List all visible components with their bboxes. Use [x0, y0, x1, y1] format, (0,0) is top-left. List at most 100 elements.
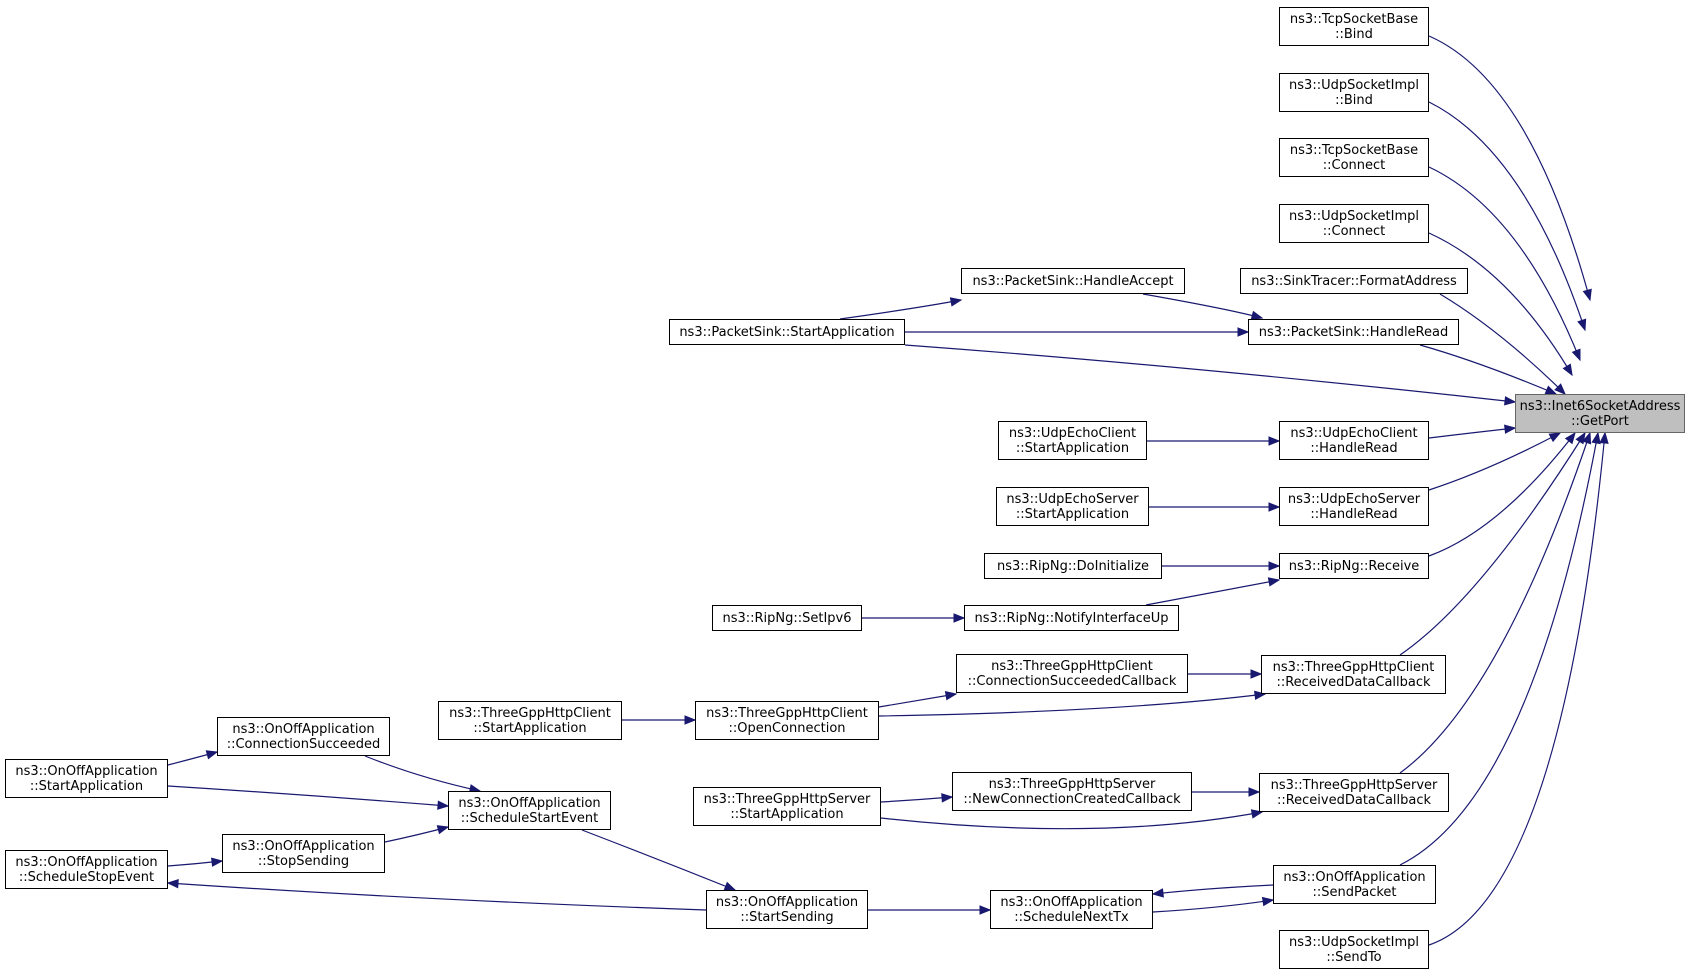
edge-rip_recv-to-getport — [1428, 432, 1576, 557]
edge-ps_read-to-getport-arrowhead — [1544, 385, 1558, 395]
node-label-line: ns3::PacketSink::HandleRead — [1258, 324, 1449, 340]
edge-oo_start-to-oo_schedstart — [167, 785, 449, 807]
edge-sink_format-to-getport — [1439, 293, 1566, 395]
node-label-line: ns3::UdpEchoClient — [1008, 425, 1137, 441]
edge-rip_init-to-rip_recv-arrowhead — [1268, 561, 1281, 571]
node-label-line: ns3::ThreeGppHttpClient — [1272, 659, 1435, 675]
node-hs-recv[interactable]: ns3::ThreeGppHttpServer::ReceivedDataCal… — [1259, 773, 1449, 812]
node-rip-setipv6[interactable]: ns3::RipNg::SetIpv6 — [712, 605, 862, 631]
node-hs-newconn[interactable]: ns3::ThreeGppHttpServer::NewConnectionCr… — [952, 772, 1192, 811]
edge-hs_start-to-hs_recv — [880, 811, 1263, 830]
node-ps-accept[interactable]: ns3::PacketSink::HandleAccept — [961, 268, 1185, 294]
node-oo-sendpacket[interactable]: ns3::OnOffApplication::SendPacket — [1273, 865, 1436, 904]
node-uec-read[interactable]: ns3::UdpEchoClient::HandleRead — [1279, 421, 1429, 460]
node-label-line: ns3::OnOffApplication — [232, 721, 375, 737]
edge-hc_open-to-hc_connsucc-arrowhead — [944, 691, 958, 701]
node-rip-notify[interactable]: ns3::RipNg::NotifyInterfaceUp — [964, 605, 1179, 631]
edge-ps_start-to-getport-arrowhead — [1504, 396, 1517, 406]
node-oo-schednext[interactable]: ns3::OnOffApplication::ScheduleNextTx — [990, 890, 1153, 929]
edge-tcp_connect-to-getport-arrowhead — [1571, 348, 1581, 362]
node-label-line: ::StartSending — [740, 909, 834, 925]
edge-uec_read-to-getport-arrowhead — [1504, 424, 1517, 434]
edge-hc_open-to-hc_recv-arrowhead — [1253, 690, 1267, 700]
edge-udp_bind-to-getport — [1428, 101, 1586, 331]
node-label-line: ::SendPacket — [1312, 884, 1397, 900]
node-oo-startsend[interactable]: ns3::OnOffApplication::StartSending — [706, 890, 868, 929]
node-udp-sendto[interactable]: ns3::UdpSocketImpl::SendTo — [1279, 930, 1429, 969]
node-label-line: ns3::OnOffApplication — [458, 795, 601, 811]
node-label-line: ns3::ThreeGppHttpServer — [988, 776, 1156, 792]
node-hs-start[interactable]: ns3::ThreeGppHttpServer::StartApplicatio… — [693, 787, 881, 826]
edge-udp_sendto-to-getport-arrowhead — [1599, 431, 1609, 444]
node-ues-read[interactable]: ns3::UdpEchoServer::HandleRead — [1279, 487, 1429, 526]
node-label-line: ns3::SinkTracer::FormatAddress — [1251, 273, 1457, 289]
node-label-line: ns3::OnOffApplication — [715, 894, 859, 910]
node-hc-open[interactable]: ns3::ThreeGppHttpClient::OpenConnection — [695, 701, 879, 740]
edge-ues_read-to-getport — [1428, 432, 1561, 491]
edge-hc_recv-to-getport — [1399, 432, 1586, 656]
edge-oo_schedstart-to-oo_startsend-arrowhead — [723, 881, 737, 891]
node-rip-recv[interactable]: ns3::RipNg::Receive — [1279, 553, 1429, 579]
edge-oo_sendpacket-to-oo_schednext-arrowhead — [1151, 888, 1164, 898]
node-label-line: ns3::RipNg::Receive — [1288, 558, 1420, 574]
node-label-line: ::ConnectionSucceededCallback — [967, 673, 1177, 689]
edge-hc_recv-to-getport-arrowhead — [1575, 431, 1586, 445]
node-tcp-connect[interactable]: ns3::TcpSocketBase::Connect — [1279, 138, 1429, 177]
edge-oo_sendpacket-to-getport-arrowhead — [1591, 431, 1601, 445]
node-label-line: ns3::RipNg::DoInitialize — [996, 558, 1150, 574]
node-oo-start[interactable]: ns3::OnOffApplication::StartApplication — [5, 759, 168, 798]
node-hc-recv[interactable]: ns3::ThreeGppHttpClient::ReceivedDataCal… — [1261, 655, 1446, 694]
node-label-line: ns3::UdpSocketImpl — [1289, 77, 1419, 93]
edge-sink_format-to-getport-arrowhead — [1554, 383, 1566, 395]
edge-udp_connect-to-getport — [1428, 232, 1573, 376]
node-label-line: ns3::TcpSocketBase — [1289, 142, 1419, 158]
node-oo-connsucc[interactable]: ns3::OnOffApplication::ConnectionSucceed… — [217, 717, 390, 756]
node-label-line: ns3::OnOffApplication — [15, 854, 158, 870]
edge-uec_start-to-uec_read-arrowhead — [1268, 436, 1281, 446]
edge-ps_start-to-ps_accept-arrowhead — [949, 297, 963, 307]
edge-oo_sendpacket-to-oo_schednext — [1152, 884, 1274, 895]
edge-ps_accept-to-ps_read — [1142, 293, 1263, 319]
node-uec-start[interactable]: ns3::UdpEchoClient::StartApplication — [998, 421, 1147, 460]
node-udp-connect[interactable]: ns3::UdpSocketImpl::Connect — [1279, 204, 1429, 243]
edge-ps_start-to-getport — [904, 344, 1516, 403]
node-label-line: ::StartApplication — [29, 778, 144, 794]
edge-tcp_bind-to-getport — [1428, 35, 1591, 301]
node-label-line: ::StartApplication — [1015, 440, 1130, 456]
edge-oo_schedstop-to-oo_stopsend-arrowhead — [211, 857, 224, 867]
node-oo-stopsend[interactable]: ns3::OnOffApplication::StopSending — [222, 834, 385, 873]
node-sink-format[interactable]: ns3::SinkTracer::FormatAddress — [1240, 268, 1468, 294]
node-label-line: ns3::UdpEchoServer — [1006, 491, 1139, 507]
node-ps-start[interactable]: ns3::PacketSink::StartApplication — [669, 319, 905, 345]
node-tcp-bind[interactable]: ns3::TcpSocketBase::Bind — [1279, 7, 1429, 46]
node-hc-connsucc[interactable]: ns3::ThreeGppHttpClient::ConnectionSucce… — [956, 654, 1188, 693]
node-hc-start[interactable]: ns3::ThreeGppHttpClient::StartApplicatio… — [438, 701, 622, 740]
node-ues-start[interactable]: ns3::UdpEchoServer::StartApplication — [996, 487, 1149, 526]
node-label-line: ns3::OnOffApplication — [1000, 894, 1143, 910]
edge-oo_schednext-to-oo_sendpacket-arrowhead — [1261, 896, 1275, 907]
edge-hs_start-to-hs_newconn — [880, 796, 953, 803]
node-label-line: ::ScheduleStartEvent — [460, 810, 599, 826]
node-label-line: ::ReceivedDataCallback — [1276, 674, 1431, 690]
node-ps-read[interactable]: ns3::PacketSink::HandleRead — [1248, 319, 1459, 345]
node-oo-schedstart[interactable]: ns3::OnOffApplication::ScheduleStartEven… — [448, 791, 611, 830]
node-rip-init[interactable]: ns3::RipNg::DoInitialize — [984, 553, 1162, 579]
node-label-line: ::ReceivedDataCallback — [1276, 792, 1432, 808]
node-label-line: ns3::ThreeGppHttpClient — [449, 705, 611, 721]
edge-rip_notify-to-rip_recv-arrowhead — [1267, 577, 1281, 587]
node-label-line: ns3::TcpSocketBase — [1289, 11, 1419, 27]
edge-hs_start-to-hs_newconn-arrowhead — [941, 793, 954, 803]
node-label-line: ::OpenConnection — [728, 720, 846, 736]
node-udp-bind[interactable]: ns3::UdpSocketImpl::Bind — [1279, 73, 1429, 112]
node-label-line: ::NewConnectionCreatedCallback — [963, 791, 1181, 807]
edge-ps_read-to-getport — [1419, 344, 1557, 395]
edge-oo_stopsend-to-oo_schedstart-arrowhead — [436, 825, 450, 835]
edge-rip_notify-to-rip_recv — [1145, 579, 1280, 606]
edge-hc_open-to-hc_recv — [878, 693, 1266, 717]
node-oo-schedstop[interactable]: ns3::OnOffApplication::ScheduleStopEvent — [5, 850, 168, 889]
edge-oo_start-to-oo_schedstart-arrowhead — [437, 800, 450, 810]
edge-hc_start-to-hc_open-arrowhead — [684, 715, 697, 725]
edge-oo_connsucc-to-oo_schedstart — [364, 755, 481, 792]
edge-udp_connect-to-getport-arrowhead — [1562, 363, 1573, 377]
